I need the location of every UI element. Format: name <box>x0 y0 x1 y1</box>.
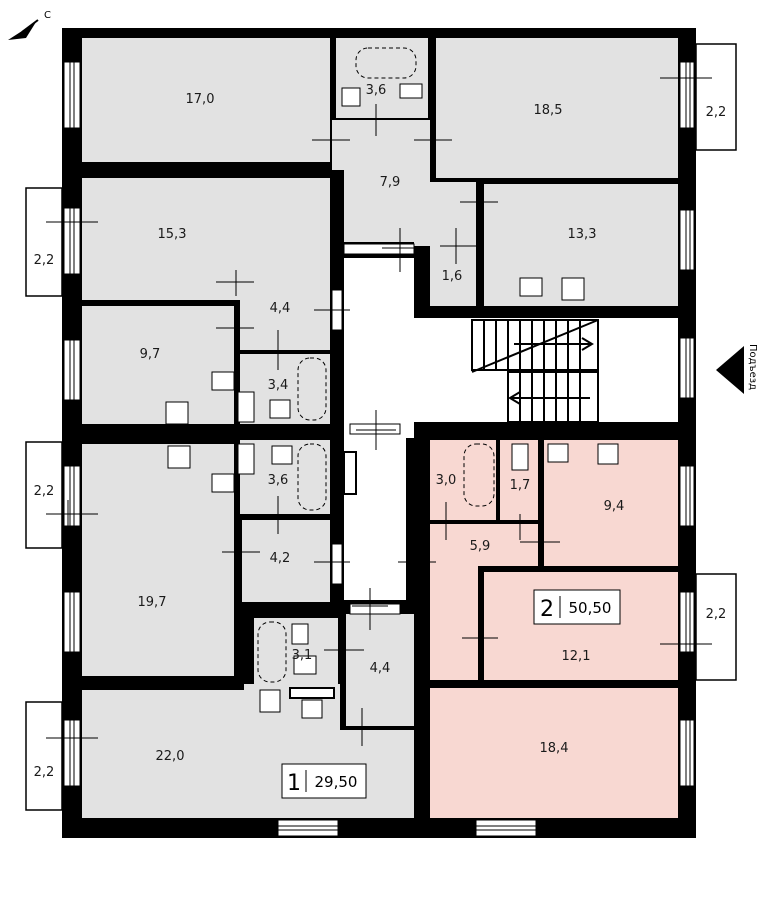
label-3-4: 3,4 <box>268 378 289 393</box>
entrance-label: Подъезд <box>747 344 758 390</box>
room-7-9-corridor[interactable] <box>332 120 476 246</box>
label-18-5: 18,5 <box>534 103 563 118</box>
room-5-9-hall[interactable] <box>430 524 538 680</box>
balcony-left-2 <box>25 441 63 549</box>
sink-icon <box>547 443 569 463</box>
room-9-7[interactable] <box>82 306 234 424</box>
apartment-1-area: 29,50 <box>315 773 358 791</box>
apartment-2-highlight[interactable] <box>430 440 678 818</box>
sink-icon <box>519 277 543 297</box>
sink-icon <box>301 699 323 719</box>
stove-icon <box>597 443 619 465</box>
toilet-icon <box>399 83 423 99</box>
wall-niche <box>237 443 255 475</box>
label-13-3: 13,3 <box>568 227 597 242</box>
apartment-1-number: 1 <box>287 771 301 796</box>
label-balcony-mid-right: 2,2 <box>706 607 727 622</box>
label-balcony-top-right: 2,2 <box>706 105 727 120</box>
stove-icon <box>165 401 189 425</box>
windows <box>63 61 695 837</box>
apartment-2-area: 50,50 <box>569 599 612 617</box>
balcony-labels: 2,2 2,2 2,2 2,2 2,2 <box>34 105 727 780</box>
label-4-4-upper: 4,4 <box>270 301 291 316</box>
label-17-0: 17,0 <box>186 92 215 107</box>
label-balcony-left-2: 2,2 <box>34 484 55 499</box>
toilet-icon <box>269 399 291 419</box>
room-1-6[interactable] <box>430 246 476 306</box>
label-5-9: 5,9 <box>470 539 491 554</box>
balcony-left-1 <box>25 187 63 297</box>
sink-icon <box>341 87 361 107</box>
duct <box>289 687 335 699</box>
apartment-badge-1[interactable]: 1 29,50 <box>281 763 367 799</box>
compass: С <box>8 10 51 40</box>
label-3-0: 3,0 <box>436 473 457 488</box>
balcony-left-3 <box>25 701 63 811</box>
label-balcony-left-3: 2,2 <box>34 765 55 780</box>
bathtub-icon <box>297 357 327 421</box>
wall-niche <box>237 391 255 423</box>
shaft <box>343 451 357 495</box>
label-3-1: 3,1 <box>292 648 313 663</box>
bathtub-icon <box>355 47 417 79</box>
entrance-marker: Подъезд <box>716 344 758 394</box>
small-fixtures <box>165 83 619 719</box>
toilet-icon <box>291 623 309 645</box>
label-4-2: 4,2 <box>270 551 291 566</box>
sink-icon <box>211 371 235 391</box>
fixtures <box>257 47 495 683</box>
apartment-badge-2[interactable]: 2 50,50 <box>533 589 621 625</box>
door-markers <box>46 68 712 752</box>
stove-icon <box>259 689 281 713</box>
balcony-top-right <box>695 43 737 151</box>
label-9-7: 9,7 <box>140 347 161 362</box>
label-3-6-mid: 3,6 <box>268 473 289 488</box>
label-4-4-lower: 4,4 <box>370 661 391 676</box>
label-1-6: 1,6 <box>442 269 463 284</box>
stove-icon <box>561 277 585 301</box>
toilet-icon <box>511 443 529 471</box>
apartment-2-number: 2 <box>540 597 554 622</box>
label-22-0: 22,0 <box>156 749 185 764</box>
room-4-4-upper[interactable] <box>240 264 330 350</box>
staircase <box>471 319 599 423</box>
bathtub-icon <box>297 443 327 511</box>
sink-icon <box>293 655 317 675</box>
label-balcony-left-1: 2,2 <box>34 253 55 268</box>
label-9-4: 9,4 <box>604 499 625 514</box>
compass-letter: С <box>44 10 51 21</box>
room-4-2[interactable] <box>242 520 330 602</box>
label-7-9: 7,9 <box>380 175 401 190</box>
room-labels: 17,0 3,6 18,5 7,9 15,3 13,3 1,6 4,4 9,7 … <box>138 83 625 764</box>
room-bath-3-0[interactable] <box>430 440 496 520</box>
toilet-icon <box>271 445 293 465</box>
room-19-7[interactable] <box>82 444 234 676</box>
entrance-arrow-icon <box>716 346 744 394</box>
sink-icon <box>211 473 235 493</box>
bathtub-icon <box>463 443 495 507</box>
room-18-4[interactable] <box>430 688 678 818</box>
label-18-4: 18,4 <box>540 741 569 756</box>
label-15-3: 15,3 <box>158 227 187 242</box>
room-18-5[interactable] <box>436 38 678 178</box>
stove-icon <box>167 445 191 469</box>
label-19-7: 19,7 <box>138 595 167 610</box>
label-1-7: 1,7 <box>510 478 531 493</box>
bathtub-icon <box>257 621 287 683</box>
label-3-6-top: 3,6 <box>366 83 387 98</box>
balcony-mid-right <box>695 573 737 681</box>
balconies <box>25 43 737 811</box>
room-17-0[interactable] <box>82 38 330 162</box>
label-12-1: 12,1 <box>562 649 591 664</box>
room-4-4-lower[interactable] <box>346 614 414 726</box>
